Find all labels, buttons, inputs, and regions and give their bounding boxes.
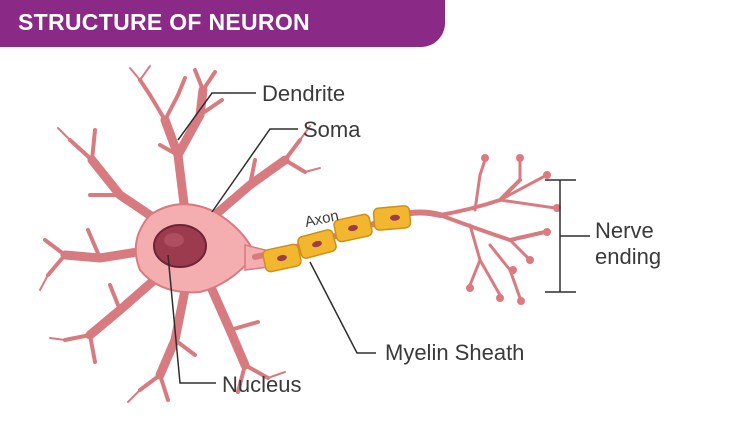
nucleus-highlight — [164, 233, 184, 247]
nerve-ending-branches — [438, 158, 557, 300]
nucleus — [153, 224, 207, 268]
nucleus-label: Nucleus — [222, 372, 301, 397]
myelin-sheath — [262, 205, 412, 273]
axon-label: Axon — [303, 207, 340, 231]
title-banner: STRUCTURE OF NEURON — [0, 0, 445, 47]
soma-label: Soma — [303, 117, 361, 142]
axon-terminal-bulbs — [466, 154, 561, 305]
myelin-sheath-leader-line — [309, 261, 376, 354]
nerve-ending-label-line1: Nerve — [595, 218, 654, 243]
soma-leader-line — [211, 128, 298, 213]
nerve-ending-label-line2: ending — [595, 244, 661, 269]
page-title: STRUCTURE OF NEURON — [18, 9, 310, 35]
dendrite-leader-line — [177, 92, 256, 141]
dendrite-label: Dendrite — [262, 81, 345, 106]
leader-lines — [167, 92, 590, 384]
nucleus-leader-line — [167, 254, 216, 384]
dendrites — [39, 65, 321, 403]
myelin-sheath-label: Myelin Sheath — [385, 340, 524, 365]
